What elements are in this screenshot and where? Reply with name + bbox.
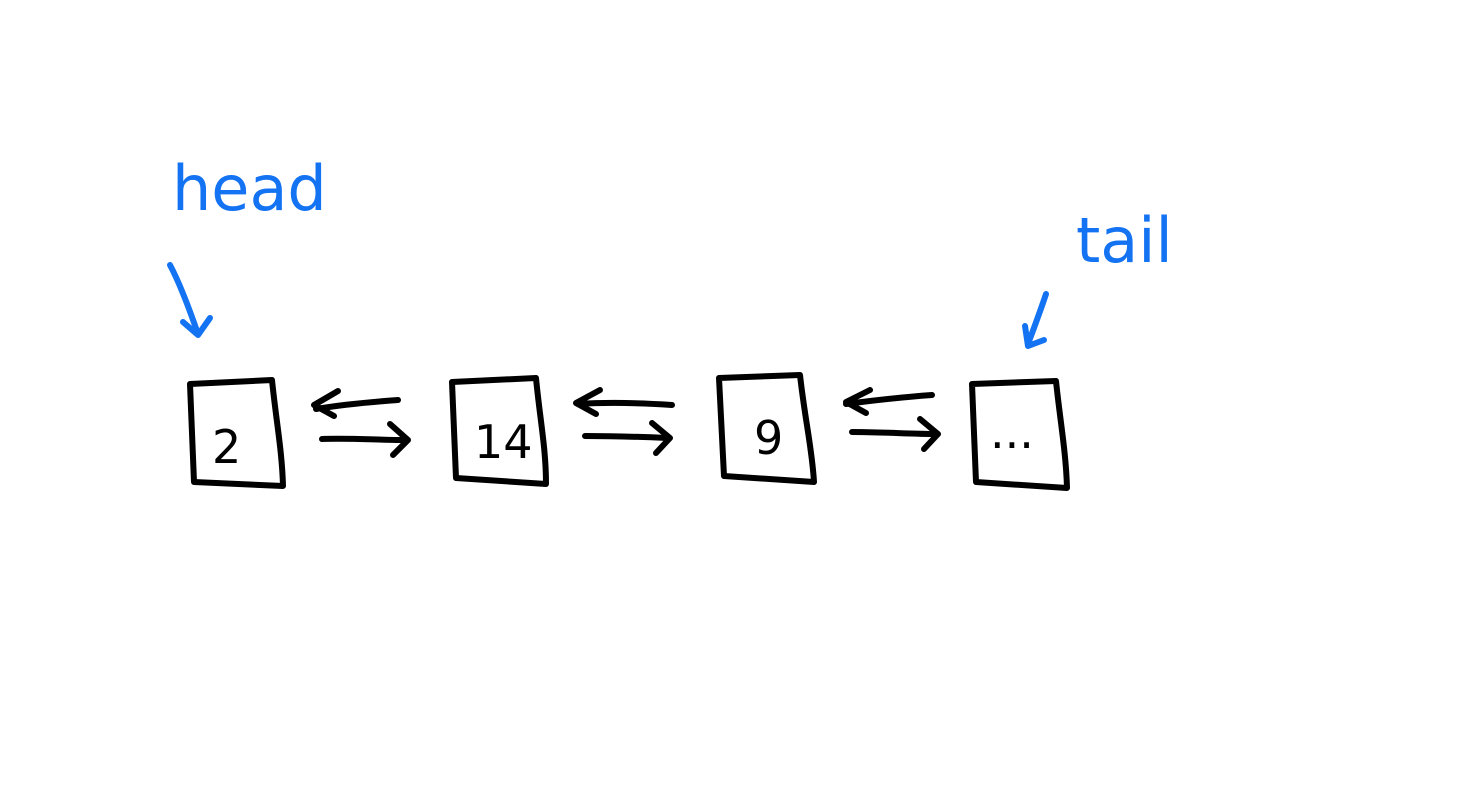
prev-arrow [311, 388, 401, 419]
node-value: 2 [212, 420, 241, 474]
node-value: ... [990, 405, 1034, 459]
node-box [969, 378, 1070, 491]
node-value: 9 [754, 411, 783, 465]
tail-label: tail [1076, 204, 1173, 277]
next-arrow [319, 421, 411, 458]
list-node: ... [969, 378, 1070, 491]
head-label: head [172, 152, 327, 225]
prev-arrow [843, 387, 935, 416]
list-node: 14 [449, 375, 549, 487]
link-arrows-3-4 [843, 387, 941, 452]
node-box [716, 372, 817, 485]
list-node: 9 [716, 372, 817, 485]
prev-arrow [573, 387, 675, 417]
next-arrow [582, 420, 673, 456]
link-arrows-1-2 [311, 388, 411, 458]
tail-pointer-arrow [1022, 291, 1049, 349]
head-pointer-arrow [167, 262, 213, 338]
list-node: 2 [187, 377, 286, 489]
node-box [187, 377, 286, 489]
node-box [449, 375, 549, 487]
link-arrows-2-3 [573, 387, 675, 456]
node-value: 14 [474, 415, 533, 469]
next-arrow [849, 416, 941, 452]
